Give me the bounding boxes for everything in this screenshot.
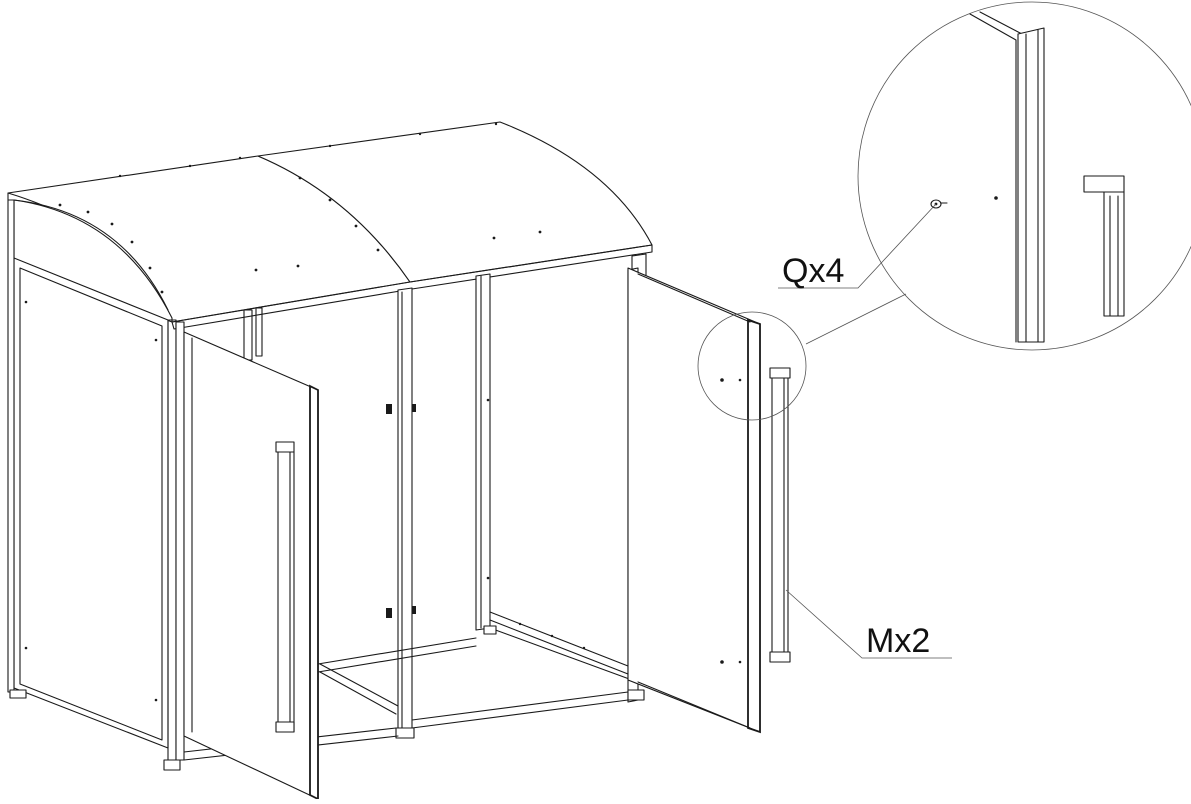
detail-connector-line	[805, 293, 907, 345]
floor-frame	[183, 611, 633, 761]
roof-rivets	[58, 122, 542, 294]
roof-side-arch	[13, 199, 173, 323]
left-side-panel	[7, 199, 181, 771]
detail-source-circle	[697, 311, 807, 421]
detail-zoom-circle	[857, 1, 1191, 351]
center-front-post	[397, 287, 413, 731]
roof-front-edge	[171, 244, 653, 330]
callout-m-label: Mx2	[866, 622, 930, 660]
left-front-post	[7, 199, 15, 693]
left-foot-back	[163, 759, 181, 771]
left-door-handle	[275, 441, 295, 733]
detail-magnifier	[697, 1, 1191, 421]
callout-q: Qx4	[778, 203, 937, 290]
callout-m-leader	[785, 589, 952, 659]
center-back-post	[475, 273, 491, 631]
left-door	[183, 331, 319, 801]
screw-hole	[994, 196, 998, 200]
left-foot-front	[9, 689, 27, 699]
callout-m: Mx2	[785, 589, 952, 660]
callout-q-leader	[778, 203, 937, 289]
handle-part-m	[769, 367, 791, 663]
right-door	[627, 267, 761, 734]
roof	[7, 121, 653, 330]
callout-q-label: Qx4	[782, 252, 844, 290]
